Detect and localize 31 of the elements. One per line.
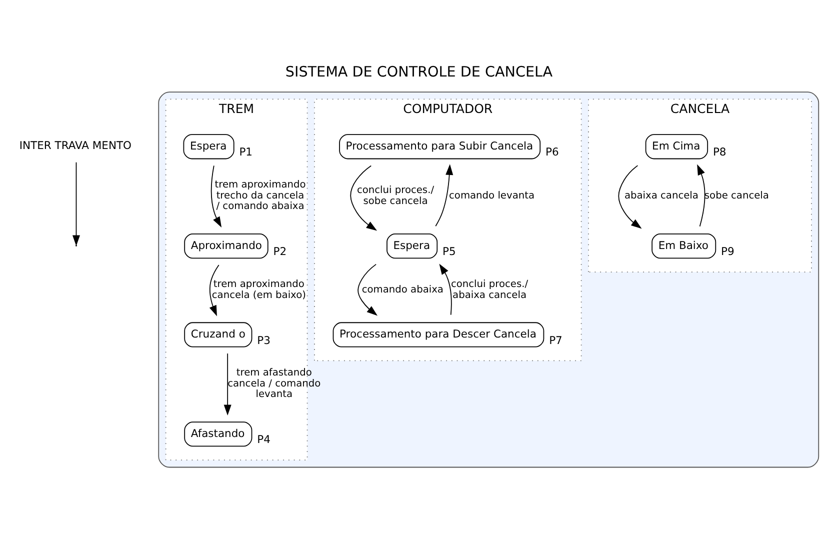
node-label: P5 — [442, 245, 456, 258]
node-label: P6 — [545, 146, 559, 159]
node-label: P2 — [273, 245, 287, 258]
arrow — [697, 164, 706, 227]
edge-label: conclui proces./ sobe cancela — [356, 185, 434, 207]
node-label: P7 — [549, 334, 562, 347]
edge-label: comando levanta — [449, 190, 535, 202]
arrow — [439, 264, 452, 316]
node-label: P1 — [239, 146, 253, 159]
node-label: P9 — [721, 245, 734, 258]
edge-label: trem aproximando trecho da cancela / comando abaixa — [214, 180, 306, 212]
cluster — [158, 92, 820, 468]
arrow — [209, 264, 220, 316]
node-label: P8 — [712, 146, 726, 159]
node-label: P3 — [257, 334, 270, 347]
edge-label: comando abaixa — [362, 284, 444, 296]
arrow — [435, 164, 454, 227]
arrow — [210, 165, 222, 228]
arrow — [350, 165, 378, 231]
arrow — [224, 353, 232, 416]
node-text: INTER TRAVA MENTO — [19, 138, 132, 152]
edge-label: trem aproximando cancela (em baixo) — [212, 279, 306, 301]
arrow — [358, 264, 378, 316]
edge-label: sobe cancela — [704, 190, 769, 202]
edge-label: trem afastando cancela / comando levanta — [228, 368, 321, 400]
node-label: P4 — [257, 433, 270, 446]
arrow — [618, 165, 642, 229]
diagram-title: SISTEMA DE CONTROLE DE CANCELA — [285, 64, 553, 81]
edge-label: conclui proces./ abaixa cancela — [450, 279, 528, 301]
edge-label: abaixa cancela — [624, 190, 698, 202]
arrow — [72, 162, 80, 246]
